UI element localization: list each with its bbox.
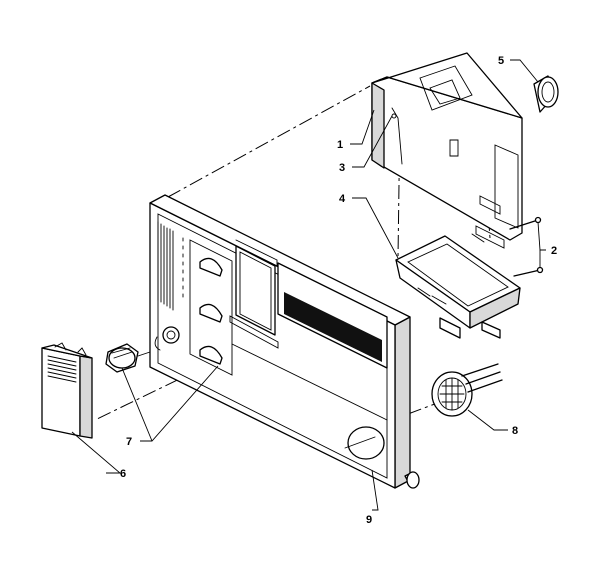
callout-8: 8 [512,425,518,437]
callout-1: 1 [337,139,343,151]
callout-6: 6 [120,468,126,480]
tray [395,235,521,339]
callout-3: 3 [339,162,345,174]
callout-2: 2 [551,245,557,257]
display-screen [284,292,382,362]
panel-buttons [199,257,223,365]
front-panel [149,194,420,489]
callout-labels: 1 2 3 4 5 6 7 8 9 [120,55,557,526]
callout-9: 9 [366,514,372,526]
leader-lines [71,59,546,511]
callout-4: 4 [339,193,346,205]
rear-housing [371,52,523,249]
cover-ribs [47,355,77,383]
callout-7: 7 [126,436,132,448]
knob [105,343,151,373]
connector [431,363,503,417]
screws [509,216,544,277]
vent-grille [157,221,174,311]
round-opening [347,426,385,460]
knob-socket [162,326,180,344]
side-cover [41,342,93,439]
end-cap [533,75,559,113]
callout-5: 5 [498,55,504,67]
